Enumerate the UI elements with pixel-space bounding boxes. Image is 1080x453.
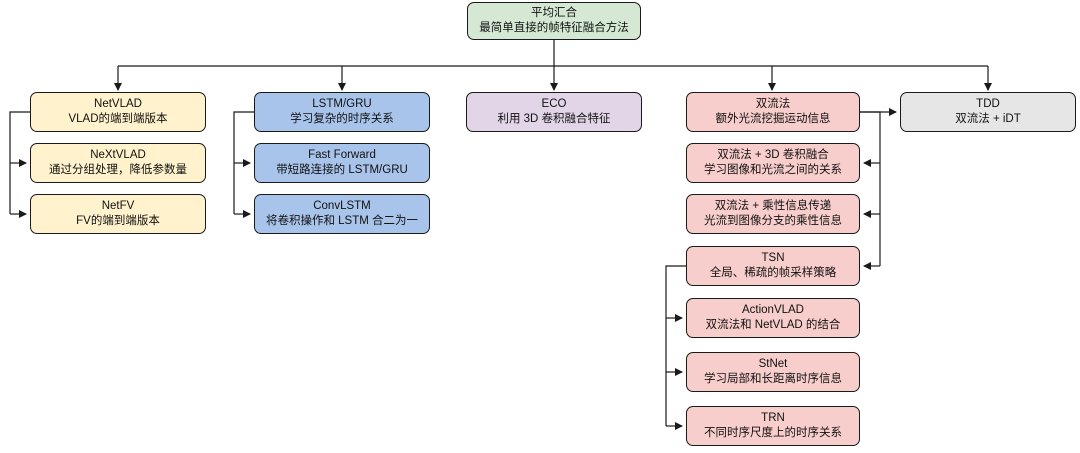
node-nextvlad-subtitle: 通过分组处理，降低参数量 [49,164,187,176]
node-trn-subtitle: 不同时序尺度上的时序关系 [704,427,842,439]
node-multiplier-title: 双流法 + 乘性信息传递 [714,200,832,212]
node-tsn-title: TSN [761,252,785,264]
node-multiplier-subtitle: 光流到图像分支的乘性信息 [704,215,842,227]
node-nextvlad: NeXtVLAD 通过分组处理，降低参数量 [30,143,206,183]
node-lstm: LSTM/GRU 学习复杂的时序关系 [254,92,430,132]
node-multiplier: 双流法 + 乘性信息传递 光流到图像分支的乘性信息 [686,194,860,234]
node-stnet: StNet 学习局部和长距离时序信息 [686,352,860,392]
node-trn: TRN 不同时序尺度上的时序关系 [686,406,860,446]
node-tdd: TDD 双流法 + iDT [900,92,1076,132]
node-netvlad: NetVLAD VLAD的端到端版本 [30,92,206,132]
node-lstm-title: LSTM/GRU [312,98,372,110]
node-convlstm: ConvLSTM 将卷积操作和 LSTM 合二为一 [254,194,430,234]
node-trn-title: TRN [761,412,785,424]
node-netfv-subtitle: FV的端到端版本 [76,215,160,227]
edge-lstm-spine [233,111,254,214]
node-twostream: 双流法 额外光流挖掘运动信息 [686,92,860,132]
node-fastforward: Fast Forward 带短路连接的 LSTM/GRU [254,143,430,183]
node-root-subtitle: 最简单直接的帧特征融合方法 [479,22,629,34]
node-fastforward-subtitle: 带短路连接的 LSTM/GRU [276,164,408,176]
node-root-title: 平均汇合 [531,7,577,19]
node-twostream-title: 双流法 [755,98,791,110]
node-convlstm-title: ConvLSTM [313,200,371,212]
node-fastforward-title: Fast Forward [308,149,376,161]
node-twostream-subtitle: 额外光流挖掘运动信息 [715,113,831,125]
node-conv3d-subtitle: 学习图像和光流之间的关系 [704,164,842,176]
node-conv3d-title: 双流法 + 3D 卷积融合 [717,149,829,161]
node-tdd-title: TDD [976,98,1000,110]
node-convlstm-subtitle: 将卷积操作和 LSTM 合二为一 [265,215,419,227]
node-lstm-subtitle: 学习复杂的时序关系 [290,113,394,125]
node-netfv: NetFV FV的端到端版本 [30,194,206,234]
node-netvlad-title: NetVLAD [94,98,142,110]
node-tsn: TSN 全局、稀疏的帧采样策略 [686,246,860,286]
node-eco-subtitle: 利用 3D 卷积融合特征 [497,113,611,125]
node-tdd-subtitle: 双流法 + iDT [955,113,1021,125]
edge-tsn-spine [665,265,686,426]
node-eco: ECO 利用 3D 卷积融合特征 [466,92,642,132]
node-stnet-subtitle: 学习局部和长距离时序信息 [704,373,842,385]
node-actionvlad-title: ActionVLAD [741,304,804,316]
node-root: 平均汇合 最简单直接的帧特征融合方法 [467,2,641,40]
node-netvlad-subtitle: VLAD的端到端版本 [68,113,168,125]
node-actionvlad: ActionVLAD 双流法和 NetVLAD 的结合 [686,298,860,338]
edge-netvlad-spine [9,111,30,214]
node-conv3d: 双流法 + 3D 卷积融合 学习图像和光流之间的关系 [686,143,860,183]
node-actionvlad-subtitle: 双流法和 NetVLAD 的结合 [705,319,841,331]
node-eco-title: ECO [541,98,567,110]
node-tsn-subtitle: 全局、稀疏的帧采样策略 [709,267,837,279]
node-netfv-title: NetFV [101,200,135,212]
node-stnet-title: StNet [758,358,788,370]
edge-twostream-spine [860,111,881,266]
node-nextvlad-title: NeXtVLAD [90,149,146,161]
